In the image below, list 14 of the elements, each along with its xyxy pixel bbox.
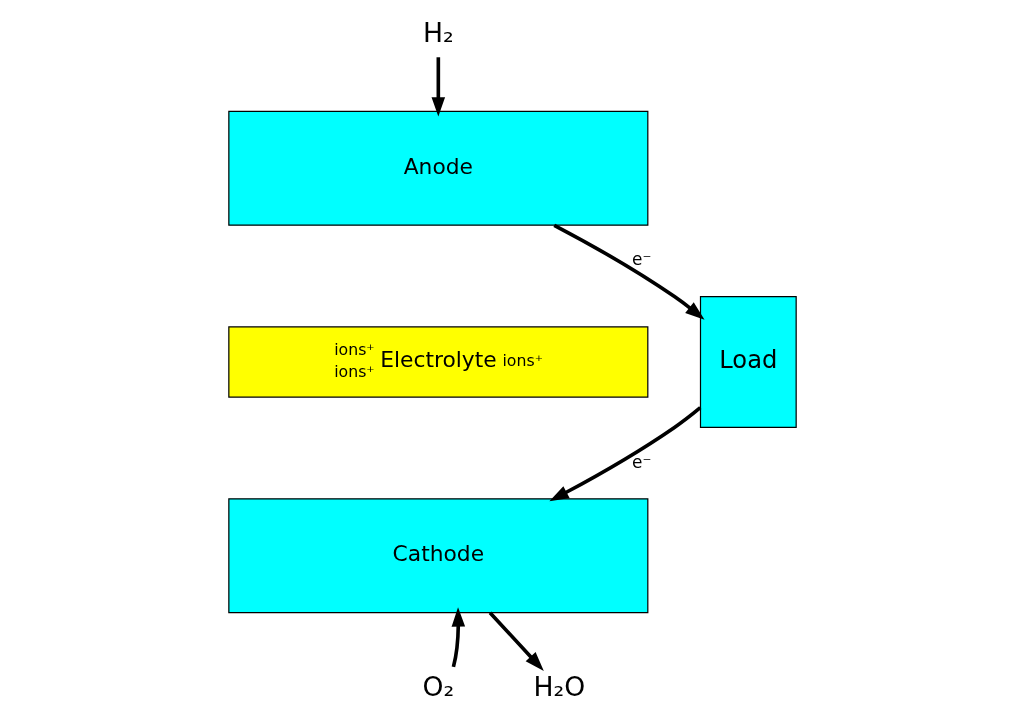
node-text: H₂O — [533, 670, 585, 702]
node-box: Load — [699, 296, 797, 428]
edge-label: e⁻ — [631, 451, 651, 472]
arrow — [548, 406, 701, 502]
arrow — [431, 57, 445, 117]
arrow — [552, 223, 705, 320]
arrow — [451, 607, 465, 668]
arrow — [488, 611, 544, 671]
node-box: Cathode — [227, 498, 648, 614]
node-text: O₂ — [422, 670, 454, 702]
node-text: H₂ — [422, 16, 454, 48]
node-box: Anode — [227, 110, 648, 226]
edge-label: e⁻ — [631, 249, 651, 270]
node-box: ions⁺ Electrolyte ions⁺ ions⁺ — [227, 326, 648, 398]
